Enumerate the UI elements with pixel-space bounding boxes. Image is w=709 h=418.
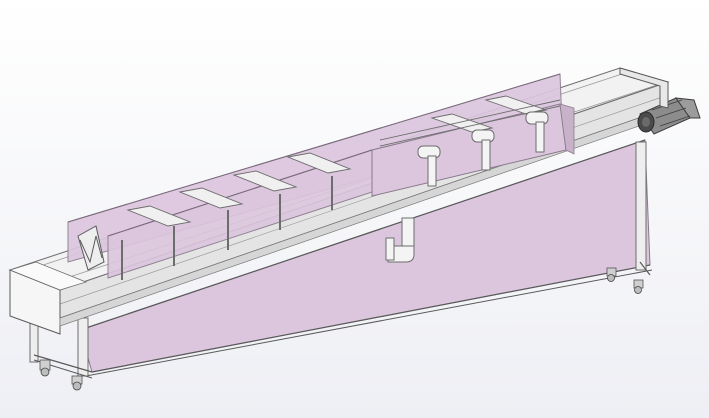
discharge-end — [619, 67, 669, 109]
support-frame — [29, 139, 653, 377]
spray-pipe-3 — [525, 111, 549, 153]
caster-wheel-front-right — [71, 375, 83, 391]
drain-pipe — [385, 217, 415, 263]
spray-pipe-1 — [417, 145, 441, 187]
gearbox — [674, 97, 701, 119]
caster-wheel-rear-left — [606, 267, 617, 282]
spreader — [77, 225, 105, 271]
guard-pins — [121, 176, 333, 280]
spray-pipes — [417, 111, 549, 187]
caster-wheel-front-left — [39, 359, 51, 377]
caster-wheels — [39, 267, 644, 391]
spray-pipe-2 — [471, 129, 495, 171]
caster-wheel-rear-right — [633, 279, 644, 294]
divider-rails — [126, 95, 561, 227]
